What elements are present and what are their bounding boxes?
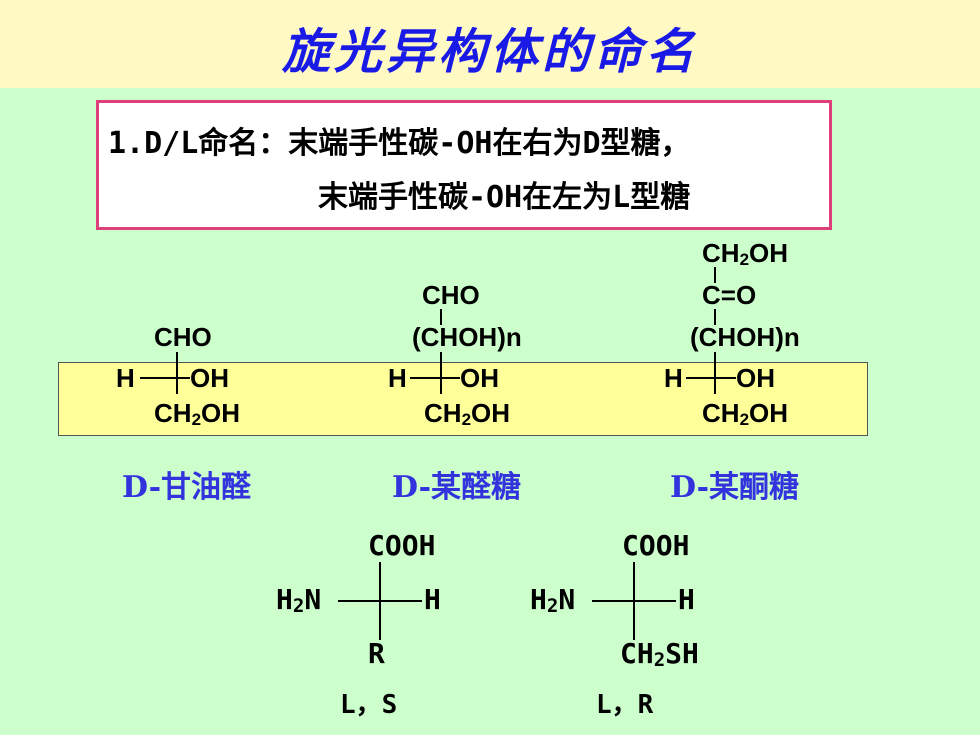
aldose-top-group: CHO	[422, 280, 480, 310]
ketose-caption: D-某酮糖	[670, 470, 800, 505]
amino-acid-1-configuration: L，S	[340, 690, 398, 720]
ketose-vertical-bond	[714, 352, 716, 394]
ketose-top-group: CH2OH	[702, 238, 789, 269]
glyceraldehyde-horizontal-bond	[140, 377, 190, 379]
glyceraldehyde-bottom-group: CH2OH	[154, 398, 241, 429]
amino-acid-2-horizontal-bond	[592, 600, 676, 602]
amino-acid-2-amino-group: H2N	[530, 583, 576, 617]
ketose-bottom-group: CH2OH	[702, 398, 789, 429]
amino-acid-2-side-chain: CH2SH	[620, 637, 699, 671]
glyceraldehyde-left-group: H	[116, 363, 135, 393]
rule-line-2: 末端手性碳-OH在左为L型糖	[318, 180, 691, 215]
amino-acid-1-top-group: COOH	[368, 529, 436, 562]
amino-acid-1-hydrogen: H	[424, 583, 441, 616]
aldose-vertical-bond	[440, 352, 442, 394]
ketose-left-group: H	[664, 363, 683, 393]
rule-box	[96, 100, 832, 230]
amino-acid-1-amino-group: H2N	[276, 583, 322, 617]
glyceraldehyde-caption: D-甘油醛	[122, 470, 252, 505]
title-band	[0, 0, 980, 88]
glyceraldehyde-top-group: CHO	[154, 322, 212, 352]
ketose-mid-bond	[714, 309, 716, 325]
rule-line-1: 1.D/L命名：末端手性碳-OH在右为D型糖，	[108, 126, 691, 161]
aldose-bottom-group: CH2OH	[424, 398, 511, 429]
aldose-chain-group: (CHOH)n	[412, 322, 522, 352]
ketose-horizontal-bond	[686, 377, 736, 379]
aldose-left-group: H	[388, 363, 407, 393]
amino-acid-2-configuration: L，R	[596, 690, 654, 720]
glyceraldehyde-vertical-bond	[176, 352, 178, 394]
chiral-carbon-band	[58, 362, 868, 436]
amino-acid-1-horizontal-bond	[338, 600, 422, 602]
ketose-carbonyl-group: C=O	[702, 280, 757, 310]
slide-title: 旋光异构体的命名	[281, 24, 698, 80]
amino-acid-2-top-group: COOH	[622, 529, 690, 562]
aldose-right-group: OH	[460, 363, 499, 393]
ketose-right-group: OH	[736, 363, 775, 393]
aldose-caption: D-某醛糖	[392, 470, 522, 505]
ketose-top-bond	[714, 267, 716, 283]
ketose-chain-group: (CHOH)n	[690, 322, 800, 352]
amino-acid-1-side-chain: R	[368, 637, 385, 670]
aldose-top-bond	[440, 309, 442, 325]
aldose-horizontal-bond	[410, 377, 460, 379]
glyceraldehyde-right-group: OH	[190, 363, 229, 393]
amino-acid-2-hydrogen: H	[678, 583, 695, 616]
